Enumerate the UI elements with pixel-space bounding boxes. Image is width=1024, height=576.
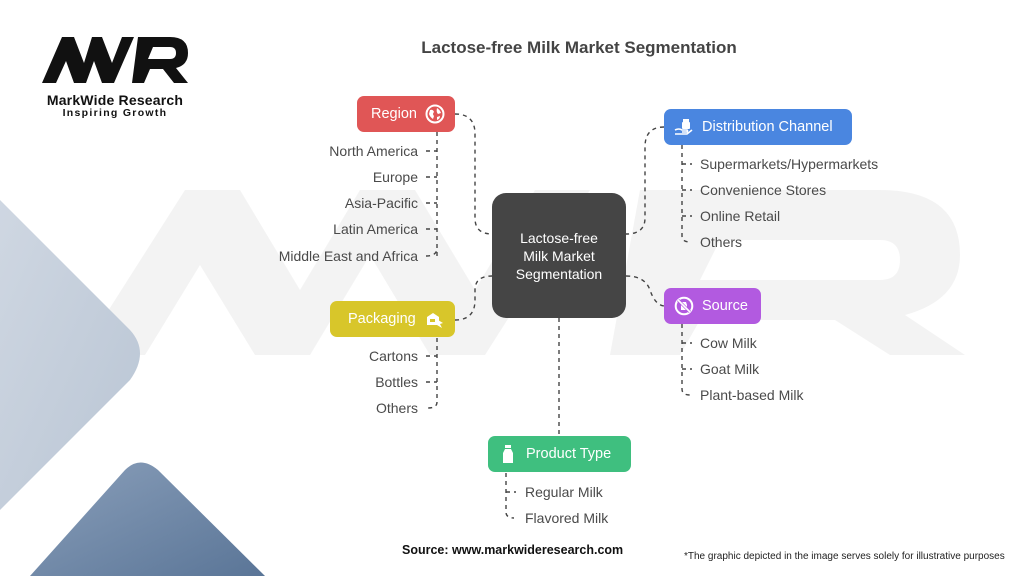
no-milk-icon [674, 296, 694, 316]
category-region[interactable]: Region [357, 96, 455, 132]
list-item: Europe [372, 169, 418, 185]
milk-bottle-icon [503, 445, 513, 463]
center-node: Lactose-free Milk Market Segmentation [492, 193, 626, 318]
list-item: Goat Milk [700, 361, 760, 377]
list-item: North America [329, 143, 418, 159]
logo: MarkWide Research Inspiring Growth [40, 33, 190, 119]
list-item: Convenience Stores [700, 182, 827, 198]
category-distribution-channel[interactable]: Distribution Channel [664, 109, 852, 145]
list-item: Cartons [368, 348, 418, 364]
list-item: Others [700, 234, 743, 250]
disclaimer: *The graphic depicted in the image serve… [684, 551, 1005, 562]
bg-shape-dark [30, 462, 265, 576]
hand-delivery-icon [674, 119, 693, 135]
connector-packaging [454, 275, 493, 321]
list-item: Flavored Milk [525, 510, 609, 526]
list-item: Supermarkets/Hypermarkets [700, 156, 879, 172]
list-item: Others [375, 400, 418, 416]
connector-region [454, 113, 493, 235]
category-product-type[interactable]: Product Type [488, 436, 631, 472]
center-line-2: Milk Market [523, 247, 595, 264]
list-item: Middle East and Africa [278, 248, 418, 264]
list-item: Online Retail [700, 208, 781, 224]
brand-tagline: Inspiring Growth [62, 107, 168, 119]
brand-name: MarkWide Research [46, 92, 184, 108]
center-line-3: Segmentation [515, 265, 603, 282]
category-label: Source [702, 298, 748, 314]
connector-source [625, 275, 665, 307]
page-title: Lactose-free Milk Market Segmentation [421, 38, 737, 57]
list-item: Latin America [333, 221, 418, 237]
list-item: Plant-based Milk [700, 387, 804, 403]
list-item: Bottles [375, 374, 418, 390]
category-packaging[interactable]: Packaging [330, 301, 455, 337]
connector-distribution [625, 126, 665, 235]
category-source[interactable]: Source [664, 288, 761, 324]
source-credit: Source: www.markwideresearch.com [402, 543, 624, 557]
globe-icon [425, 104, 445, 124]
package-icon [426, 313, 443, 328]
center-line-1: Lactose-free [520, 229, 598, 246]
bg-shape-light [0, 200, 140, 510]
list-item: Cow Milk [700, 335, 757, 351]
category-label: Product Type [526, 446, 612, 462]
list-item: Regular Milk [525, 484, 603, 500]
category-label: Packaging [348, 311, 416, 327]
category-label: Region [371, 106, 417, 122]
mwr-logo-mark [42, 37, 188, 83]
list-item: Asia-Pacific [344, 195, 418, 211]
category-label: Distribution Channel [702, 119, 833, 135]
